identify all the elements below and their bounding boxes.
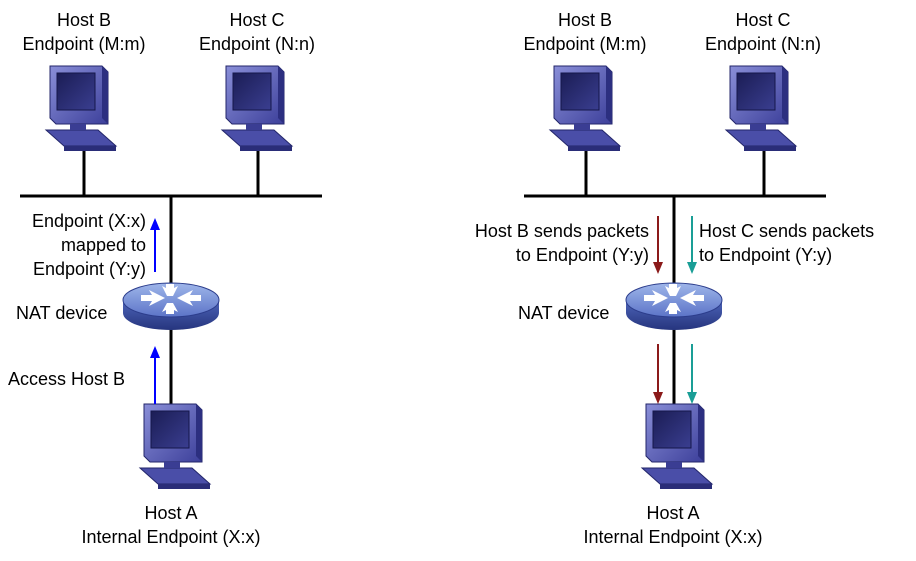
left-host-a-endpoint: Internal Endpoint (X:x) (81, 527, 261, 547)
right-host-c-arrow-lower (687, 344, 697, 404)
left-mapping-line3: Endpoint (Y:y) (32, 259, 146, 279)
right-host-c-endpoint: Endpoint (N:n) (704, 34, 822, 54)
left-host-c-endpoint: Endpoint (N:n) (198, 34, 316, 54)
right-host-a-computer-icon (641, 403, 713, 490)
right-host-b-sends-line2: to Endpoint (Y:y) (515, 245, 649, 265)
left-access-label: Access Host B (8, 369, 126, 389)
left-host-c-name: Host C (229, 10, 285, 30)
right-host-c-name: Host C (735, 10, 791, 30)
left-nat-router-icon (122, 282, 220, 331)
right-host-b-name: Host B (557, 10, 613, 30)
right-diagram (524, 65, 826, 490)
left-host-c-computer-icon (221, 65, 293, 152)
left-diagram (20, 65, 322, 490)
right-host-c-sends-line1: Host C sends packets (699, 221, 875, 241)
right-host-c-computer-icon (725, 65, 797, 152)
right-host-b-computer-icon (549, 65, 621, 152)
right-host-a-name: Host A (646, 503, 700, 523)
left-mapping-line1: Endpoint (X:x) (31, 211, 146, 231)
left-host-b-name: Host B (56, 10, 112, 30)
right-host-b-arrow-lower (653, 344, 663, 404)
left-host-a-computer-icon (139, 403, 211, 490)
left-outbound-arrow-upper (150, 218, 160, 272)
right-host-b-sends-line1: Host B sends packets (474, 221, 649, 241)
left-mapping-line2: mapped to (60, 235, 146, 255)
left-host-b-computer-icon (45, 65, 117, 152)
right-host-a-endpoint: Internal Endpoint (X:x) (583, 527, 763, 547)
left-nat-label: NAT device (16, 303, 108, 323)
right-nat-router-icon (625, 282, 723, 331)
left-host-a-name: Host A (144, 503, 198, 523)
right-host-c-sends-line2: to Endpoint (Y:y) (699, 245, 833, 265)
left-host-b-endpoint: Endpoint (M:m) (22, 34, 146, 54)
left-outbound-arrow-lower (150, 346, 160, 404)
right-host-b-endpoint: Endpoint (M:m) (523, 34, 647, 54)
right-host-b-arrow-upper (653, 216, 663, 274)
right-host-c-arrow-upper (687, 216, 697, 274)
right-nat-label: NAT device (518, 303, 610, 323)
